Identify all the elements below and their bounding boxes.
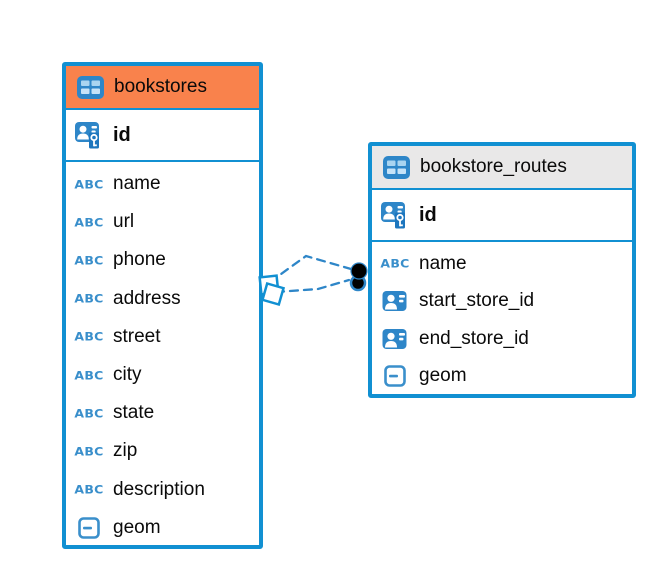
table-name: bookstores bbox=[114, 76, 207, 97]
text-type-icon: ABC bbox=[74, 406, 104, 421]
table-header-bookstore-routes[interactable]: bookstore_routes bbox=[372, 146, 632, 188]
table-icon bbox=[75, 75, 105, 99]
pk-column-name: id bbox=[419, 203, 437, 226]
relationship-line-lower bbox=[274, 278, 351, 294]
geometry-type-icon bbox=[74, 516, 104, 539]
pk-row-routes-id[interactable]: id bbox=[372, 188, 632, 242]
column-row[interactable]: ABC zip bbox=[74, 440, 138, 462]
column-row[interactable]: ABC state bbox=[74, 402, 155, 424]
reference-type-icon bbox=[380, 328, 410, 350]
text-type-icon: ABC bbox=[74, 253, 104, 268]
column-row[interactable]: ABC address bbox=[74, 287, 181, 309]
text-type-icon: ABC bbox=[74, 482, 104, 497]
geometry-type-icon bbox=[380, 365, 410, 388]
reference-type-icon bbox=[380, 290, 410, 312]
column-row[interactable]: geom bbox=[66, 509, 259, 547]
column-row[interactable]: end_store_id bbox=[372, 320, 632, 358]
table-icon bbox=[381, 155, 411, 179]
table-name: bookstore_routes bbox=[420, 156, 567, 177]
column-row[interactable]: ABC city bbox=[74, 364, 142, 386]
table-bookstore-routes[interactable]: bookstore_routes id ABC bbox=[368, 142, 636, 398]
column-row[interactable]: ABC url bbox=[74, 211, 135, 233]
relationship-line-upper bbox=[268, 254, 353, 284]
text-type-icon: ABC bbox=[74, 291, 104, 306]
text-type-icon: ABC bbox=[74, 444, 104, 459]
circle-end-markers bbox=[349, 262, 368, 292]
primary-key-icon bbox=[380, 200, 410, 230]
column-list: ABC name ABC url ABC phone ABC address A… bbox=[66, 162, 259, 547]
pk-column-name: id bbox=[113, 123, 131, 146]
column-row[interactable]: start_store_id bbox=[372, 283, 632, 321]
text-type-icon: ABC bbox=[74, 368, 104, 382]
text-type-icon: ABC bbox=[74, 329, 104, 344]
column-row[interactable]: geom bbox=[372, 358, 632, 396]
text-type-icon: ABC bbox=[74, 215, 104, 230]
text-type-icon: ABC bbox=[74, 177, 104, 191]
pk-row-bookstores-id[interactable]: id bbox=[66, 108, 259, 162]
column-list: ABC name start_store_id bbox=[372, 242, 632, 395]
column-row[interactable]: ABC phone bbox=[74, 249, 166, 271]
text-type-icon: ABC bbox=[380, 256, 410, 271]
column-row[interactable]: ABC name bbox=[380, 252, 467, 274]
table-bookstores[interactable]: bookstores id ABC na bbox=[62, 62, 263, 549]
primary-key-icon bbox=[74, 120, 104, 150]
column-row[interactable]: ABC name bbox=[74, 173, 161, 195]
table-header-bookstores[interactable]: bookstores bbox=[66, 66, 259, 108]
column-row[interactable]: ABC street bbox=[74, 325, 161, 347]
diamond-end-markers bbox=[258, 274, 286, 307]
column-row[interactable]: ABC description bbox=[74, 478, 205, 500]
